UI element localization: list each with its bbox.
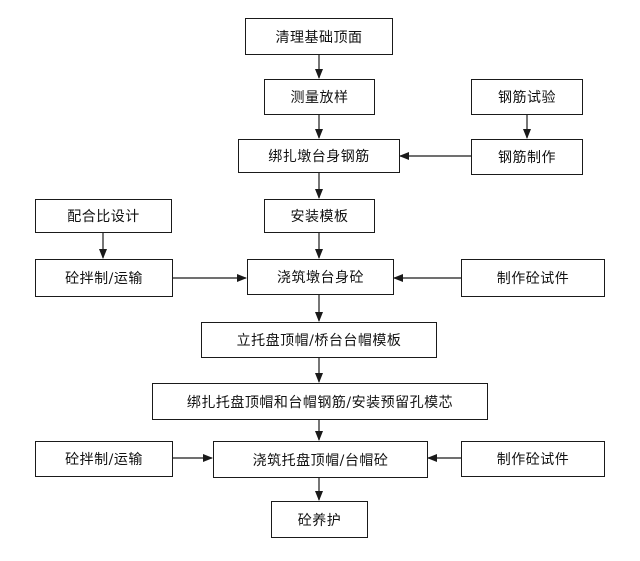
node-make-specimens-2: 制作砼试件 <box>461 441 605 477</box>
node-install-formwork: 安装模板 <box>264 199 375 233</box>
node-pour-cap-concrete: 浇筑托盘顶帽/台帽砼 <box>213 441 428 478</box>
node-clean-foundation: 清理基础顶面 <box>245 18 393 55</box>
node-make-specimens-1: 制作砼试件 <box>461 259 605 297</box>
node-tie-pier-rebar: 绑扎墩台身钢筋 <box>238 139 400 173</box>
node-concrete-curing: 砼养护 <box>271 501 368 538</box>
node-pour-pier-concrete: 浇筑墩台身砼 <box>247 259 394 295</box>
node-survey-layout: 测量放样 <box>264 79 375 115</box>
node-mix-design: 配合比设计 <box>35 199 172 233</box>
node-rebar-fabrication: 钢筋制作 <box>471 139 583 175</box>
node-rebar-test: 钢筋试验 <box>471 79 583 115</box>
node-concrete-mix-transport-2: 砼拌制/运输 <box>35 441 173 477</box>
node-concrete-mix-transport-1: 砼拌制/运输 <box>35 259 173 297</box>
node-tie-cap-rebar: 绑扎托盘顶帽和台帽钢筋/安装预留孔模芯 <box>152 383 488 420</box>
node-erect-cap-formwork: 立托盘顶帽/桥台台帽模板 <box>201 322 437 358</box>
